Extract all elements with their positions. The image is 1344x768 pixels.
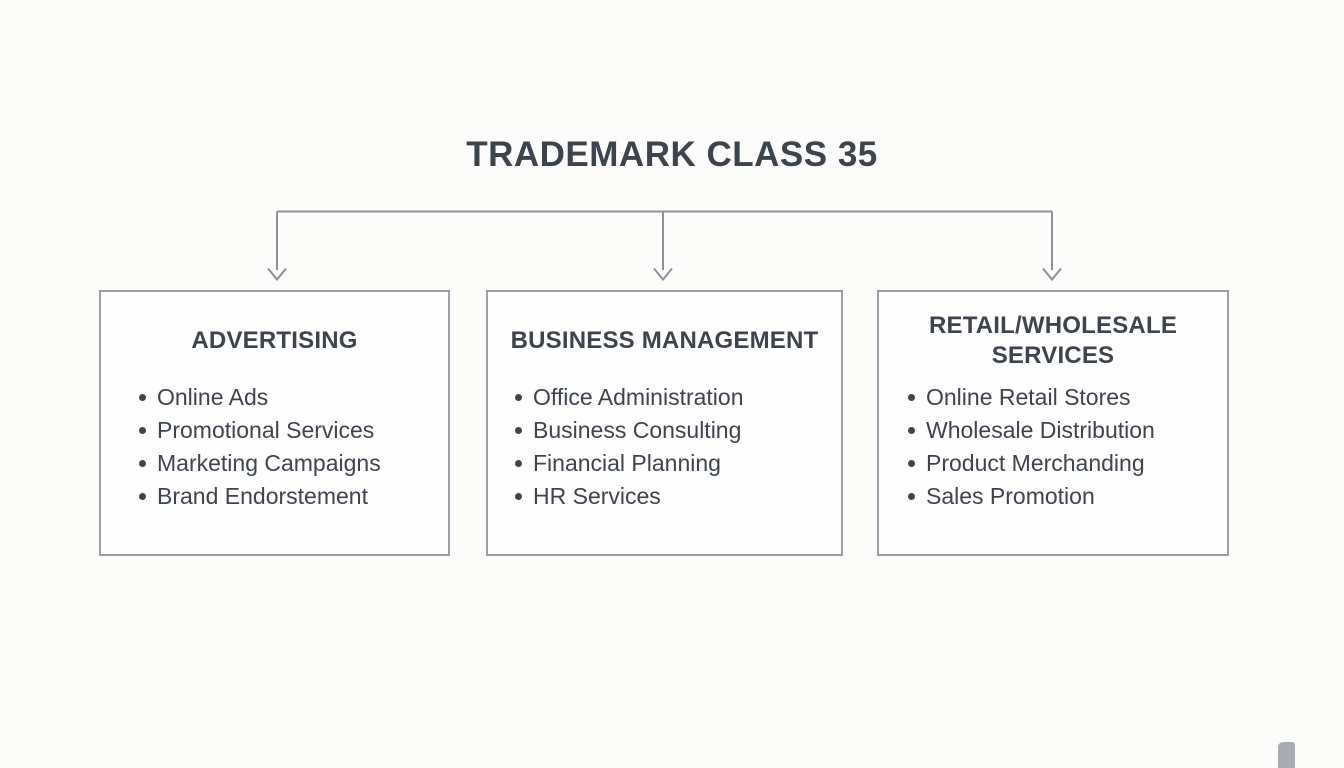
list-item: Brand Endorstement <box>139 480 448 513</box>
arrowhead-down-icon <box>1042 267 1062 282</box>
list-item: Online Ads <box>139 381 448 414</box>
bullet-dot-icon <box>515 394 522 401</box>
list-item: Financial Planning <box>515 447 841 480</box>
list-item-label: Online Ads <box>157 384 269 410</box>
bullet-dot-icon <box>515 427 522 434</box>
list-item: Business Consulting <box>515 414 841 447</box>
bullet-dot-icon <box>908 394 915 401</box>
bullet-dot-icon <box>908 427 915 434</box>
list-item: HR Services <box>515 480 841 513</box>
list-item-label: Sales Promotion <box>926 483 1095 509</box>
category-heading: ADVERTISING <box>191 326 358 354</box>
list-item-label: Marketing Campaigns <box>157 450 381 476</box>
category-heading: BUSINESS MANAGEMENT <box>510 326 819 354</box>
list-item: Sales Promotion <box>908 480 1227 513</box>
list-item: Office Administration <box>515 381 841 414</box>
list-item: Online Retail Stores <box>908 381 1227 414</box>
list-item: Marketing Campaigns <box>139 447 448 480</box>
list-item-label: Product Merchanding <box>926 450 1145 476</box>
list-item-label: HR Services <box>533 483 661 509</box>
category-list: Online Ads Promotional Services Marketin… <box>101 381 448 513</box>
bullet-dot-icon <box>139 493 146 500</box>
bullet-dot-icon <box>139 394 146 401</box>
list-item-label: Online Retail Stores <box>926 384 1131 410</box>
diagram-title: TRADEMARK CLASS 35 <box>466 135 878 174</box>
list-item: Wholesale Distribution <box>908 414 1227 447</box>
category-box-advertising: ADVERTISING Online Ads Promotional Servi… <box>99 290 450 556</box>
list-item-label: Financial Planning <box>533 450 721 476</box>
arrowhead-down-icon <box>653 267 673 282</box>
bullet-dot-icon <box>515 493 522 500</box>
list-item-label: Wholesale Distribution <box>926 417 1155 443</box>
category-list: Office Administration Business Consultin… <box>488 381 841 513</box>
corner-mark <box>1278 742 1295 768</box>
list-item-label: Office Administration <box>533 384 744 410</box>
bullet-dot-icon <box>139 427 146 434</box>
list-item-label: Business Consulting <box>533 417 742 443</box>
arrowhead-down-icon <box>267 267 287 282</box>
category-box-retail-wholesale-services: RETAIL/WHOLESALE SERVICES Online Retail … <box>877 290 1229 556</box>
bullet-dot-icon <box>908 460 915 467</box>
category-heading: RETAIL/WHOLESALE SERVICES <box>928 311 1178 369</box>
list-item: Product Merchanding <box>908 447 1227 480</box>
list-item: Promotional Services <box>139 414 448 447</box>
bullet-dot-icon <box>515 460 522 467</box>
list-item-label: Brand Endorstement <box>157 483 368 509</box>
bullet-dot-icon <box>139 460 146 467</box>
list-item-label: Promotional Services <box>157 417 375 443</box>
bullet-dot-icon <box>908 493 915 500</box>
category-list: Online Retail Stores Wholesale Distribut… <box>879 381 1227 513</box>
category-box-business-management: BUSINESS MANAGEMENT Office Administratio… <box>486 290 843 556</box>
